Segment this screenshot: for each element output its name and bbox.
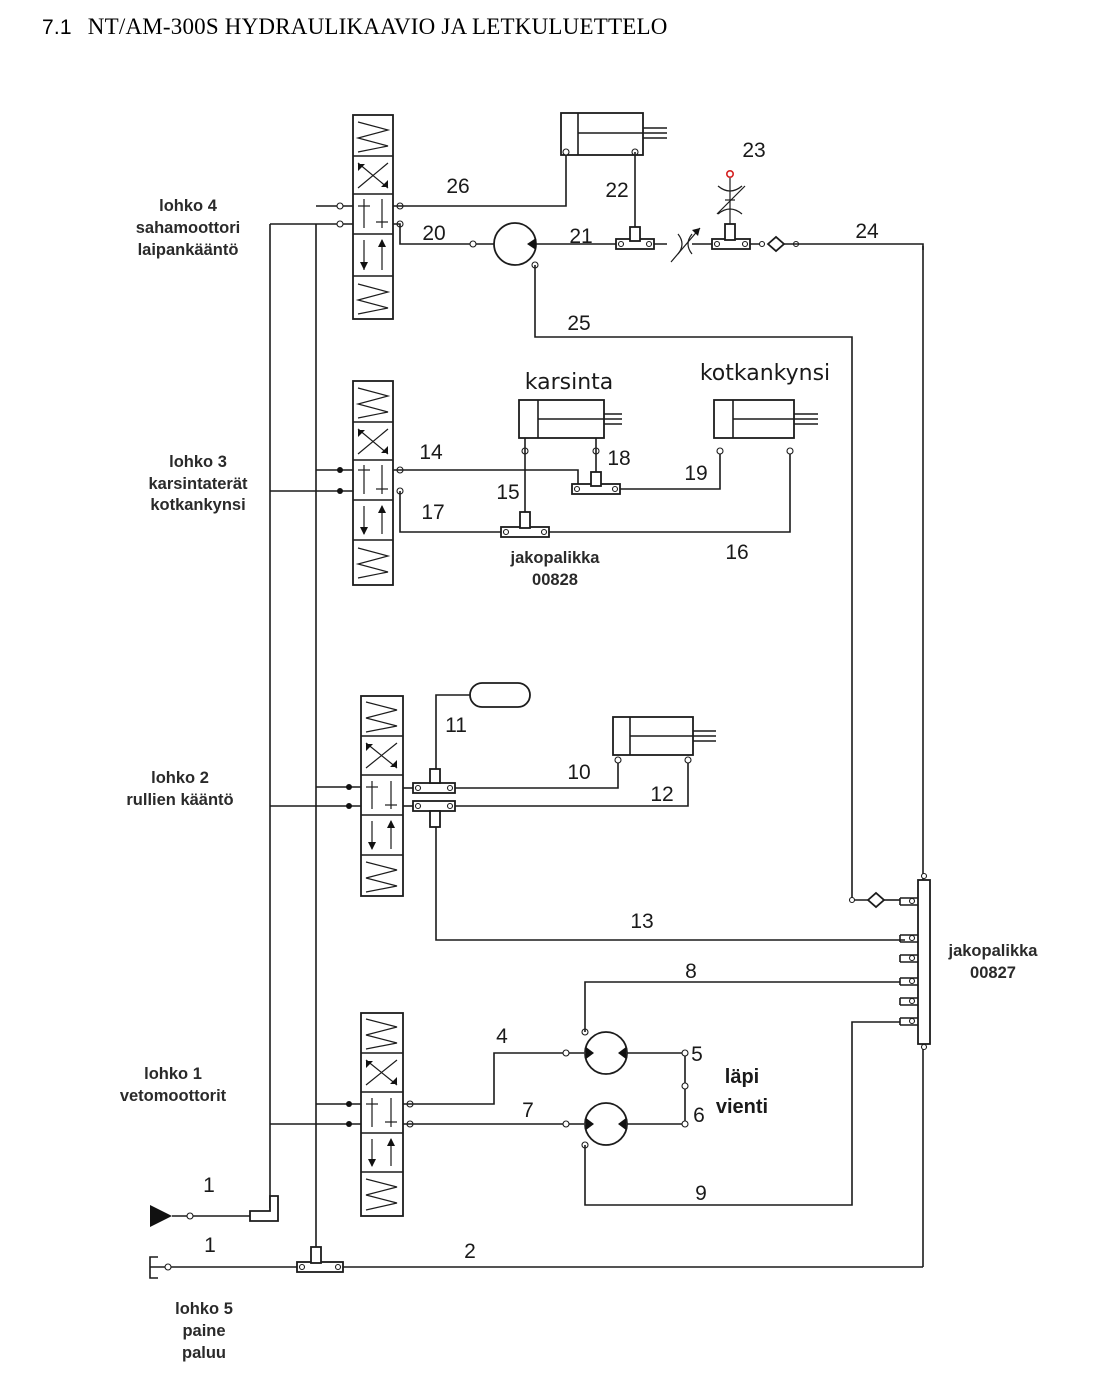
hose-25: 25 <box>567 312 590 335</box>
hose-5: 5 <box>691 1043 703 1066</box>
lohko3-line3: kotkankynsi <box>150 496 245 514</box>
valve-lohko4 <box>270 114 404 320</box>
lohko3-line1: lohko 3 <box>169 453 227 471</box>
label-vienti: vienti <box>716 1096 768 1118</box>
return-outlet <box>149 1246 344 1279</box>
hose-2: 2 <box>464 1240 476 1263</box>
hose-8: 8 <box>685 960 697 983</box>
hose-16: 16 <box>725 541 748 564</box>
lohko2-line1: lohko 2 <box>151 769 209 787</box>
section-number: 7.1 <box>42 16 72 39</box>
hose-4: 4 <box>496 1025 508 1048</box>
hose-13: 13 <box>630 910 653 933</box>
cylinder-laipankaanto <box>560 112 667 156</box>
label-jakopalikka-00827-a: jakopalikka <box>948 942 1039 960</box>
lohko2-line2: rullien kääntö <box>126 791 233 809</box>
hose-19: 19 <box>684 462 707 485</box>
label-kotkankynsi: kotkankynsi <box>700 361 830 386</box>
hose-11: 11 <box>445 714 467 737</box>
valve-lohko1 <box>270 1012 414 1217</box>
cross-fittings <box>412 768 456 828</box>
manifold-jakopalikka-00827 <box>899 872 931 1051</box>
tee-18 <box>571 471 621 495</box>
hose-6: 6 <box>693 1104 705 1127</box>
hose-17: 17 <box>421 501 444 524</box>
lohko5-line3: paluu <box>182 1344 226 1362</box>
valve-lohko3 <box>270 380 404 586</box>
saw-motor <box>469 222 539 269</box>
hose-24: 24 <box>855 220 879 243</box>
lohko3-line2: karsintaterät <box>148 475 248 493</box>
accumulator <box>435 682 531 778</box>
lohko4-line1: lohko 4 <box>159 197 218 215</box>
pressure-inlet <box>150 1195 279 1227</box>
check-valve-25 <box>848 891 900 909</box>
hose-10: 10 <box>567 761 590 784</box>
hose-12: 12 <box>650 783 673 806</box>
block-labels: lohko 4 sahamoottori laipankääntö lohko … <box>120 197 248 1362</box>
section-heading: 7.1 NT/AM-300S HYDRAULIKAAVIO JA LETKULUE… <box>42 14 668 40</box>
label-jakopalikka-00828-b: 00828 <box>532 571 578 589</box>
tee-23 <box>711 223 751 250</box>
hose-15: 15 <box>496 481 519 504</box>
section-title-smallcaps: YDRAULIKAAVIO JA LETKULUETTELO <box>241 14 668 39</box>
hose-7: 7 <box>522 1099 534 1122</box>
hose-22: 22 <box>605 179 628 202</box>
hose-18: 18 <box>607 447 630 470</box>
section-title-upper: NT/AM-300S H <box>87 14 242 39</box>
lohko5-line2: paine <box>182 1322 225 1340</box>
relief-valve-23 <box>716 170 746 224</box>
hose-21: 21 <box>569 225 592 248</box>
cylinder-kotkankynsi <box>713 399 818 455</box>
hose-1-return: 1 <box>204 1234 216 1257</box>
lohko4-line3: laipankääntö <box>138 241 239 259</box>
drive-motor-lower <box>562 1102 628 1149</box>
lohko4-line2: sahamoottori <box>136 219 241 237</box>
hose-1-pressure: 1 <box>203 1174 215 1197</box>
label-karsinta: karsinta <box>525 370 614 395</box>
cylinder-karsinta <box>518 399 622 455</box>
component-labels: karsinta kotkankynsi jakopalikka 00828 j… <box>510 361 1039 1118</box>
label-jakopalikka-00827-b: 00827 <box>970 964 1016 982</box>
valve-lohko2 <box>270 695 404 897</box>
main-lines <box>269 224 924 1268</box>
label-jakopalikka-00828-a: jakopalikka <box>510 549 601 567</box>
tee-21-22 <box>615 226 655 250</box>
hose-9: 9 <box>695 1182 707 1205</box>
tee-jakopalikka-00828 <box>500 511 550 538</box>
hose-20: 20 <box>422 222 445 245</box>
lohko1-line1: lohko 1 <box>144 1065 202 1083</box>
hose-numbers: 26 20 21 22 23 24 25 14 15 18 19 17 16 1… <box>203 139 879 1263</box>
drive-motor-upper <box>562 1028 628 1075</box>
hose-23: 23 <box>742 139 765 162</box>
hose-26: 26 <box>446 175 469 198</box>
lohko1-line2: vetomoottorit <box>120 1087 227 1105</box>
label-lapi: läpi <box>725 1066 759 1088</box>
throttle-adjustable <box>670 227 701 263</box>
hose-14: 14 <box>419 441 443 464</box>
cylinder-rullien-kaanto <box>612 716 716 764</box>
lohko5-line1: lohko 5 <box>175 1300 233 1318</box>
